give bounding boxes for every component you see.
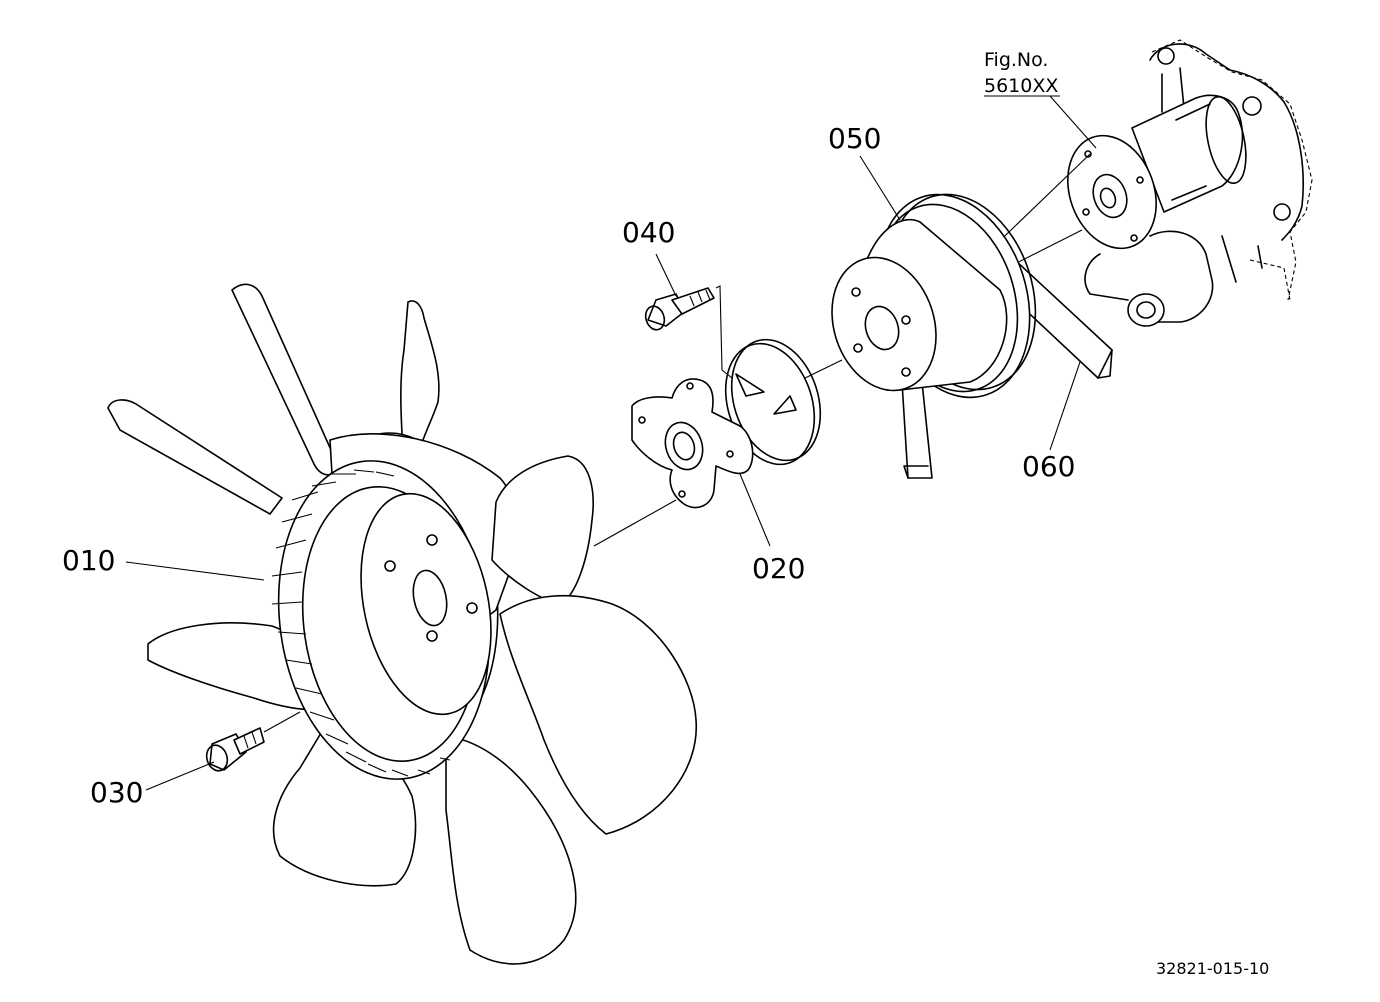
label-060: 060 xyxy=(1022,450,1075,483)
label-020: 020 xyxy=(752,552,805,585)
fan-010[interactable] xyxy=(107,283,697,965)
drawing-number: 32821-015-10 xyxy=(1156,959,1269,978)
leader-lines xyxy=(125,95,1097,791)
fan-pulley-050[interactable] xyxy=(815,175,1059,417)
bolt-040[interactable] xyxy=(643,285,733,379)
bolt-030[interactable] xyxy=(203,711,301,773)
fig-ref-line1: Fig.No. xyxy=(984,49,1048,71)
water-pump-housing xyxy=(1067,39,1313,327)
label-010: 010 xyxy=(62,544,115,577)
label-050: 050 xyxy=(828,122,881,155)
figure-reference: Fig.No. 5610XX xyxy=(984,49,1060,97)
fan-spacer-020[interactable] xyxy=(631,328,835,509)
label-040: 040 xyxy=(622,216,675,249)
part-labels: 010 020 030 040 050 060 xyxy=(62,122,1075,809)
label-030: 030 xyxy=(90,776,143,809)
fig-ref-line2: 5610XX xyxy=(984,75,1058,97)
